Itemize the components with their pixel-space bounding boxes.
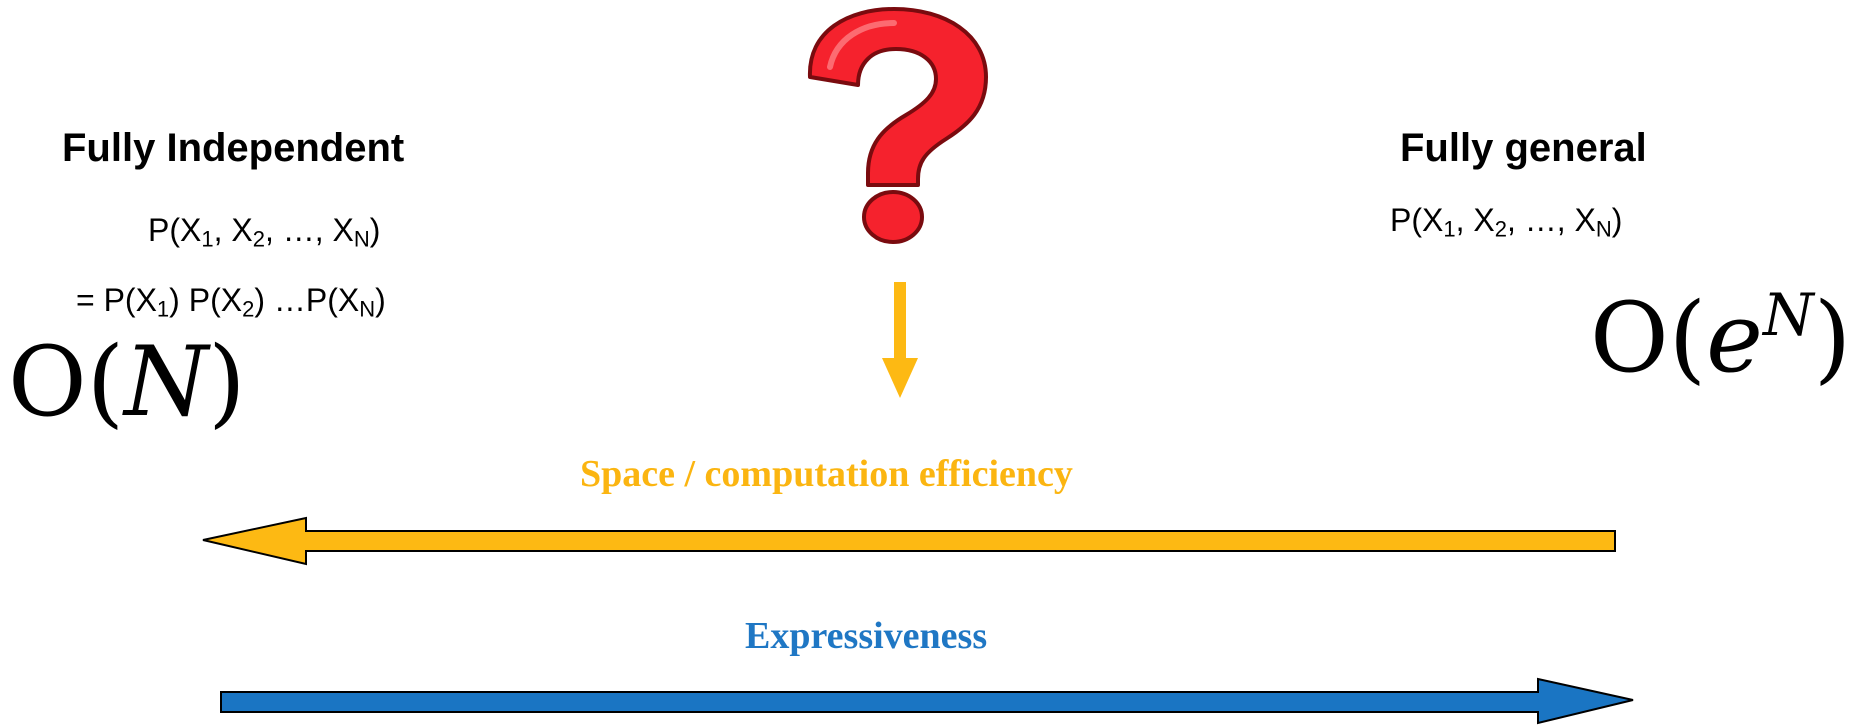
left-title: Fully Independent: [62, 126, 405, 170]
right-joint-formula: P(X1, X2, …, XN): [1390, 202, 1623, 242]
right-title: Fully general: [1400, 126, 1647, 170]
down-arrow-icon: [882, 282, 918, 398]
left-factored-formula: = P(X1) P(X2) …P(XN): [76, 282, 386, 322]
efficiency-label: Space / computation efficiency: [580, 453, 1073, 495]
question-mark-icon: [807, 7, 988, 244]
left-complexity: O(N): [8, 326, 246, 438]
right-complexity: O(eN): [1590, 281, 1852, 394]
expressiveness-arrow: [220, 677, 1634, 725]
left-joint-formula: P(X1, X2, …, XN): [148, 212, 381, 252]
efficiency-arrow: [202, 516, 1616, 566]
expressiveness-label: Expressiveness: [745, 615, 988, 657]
